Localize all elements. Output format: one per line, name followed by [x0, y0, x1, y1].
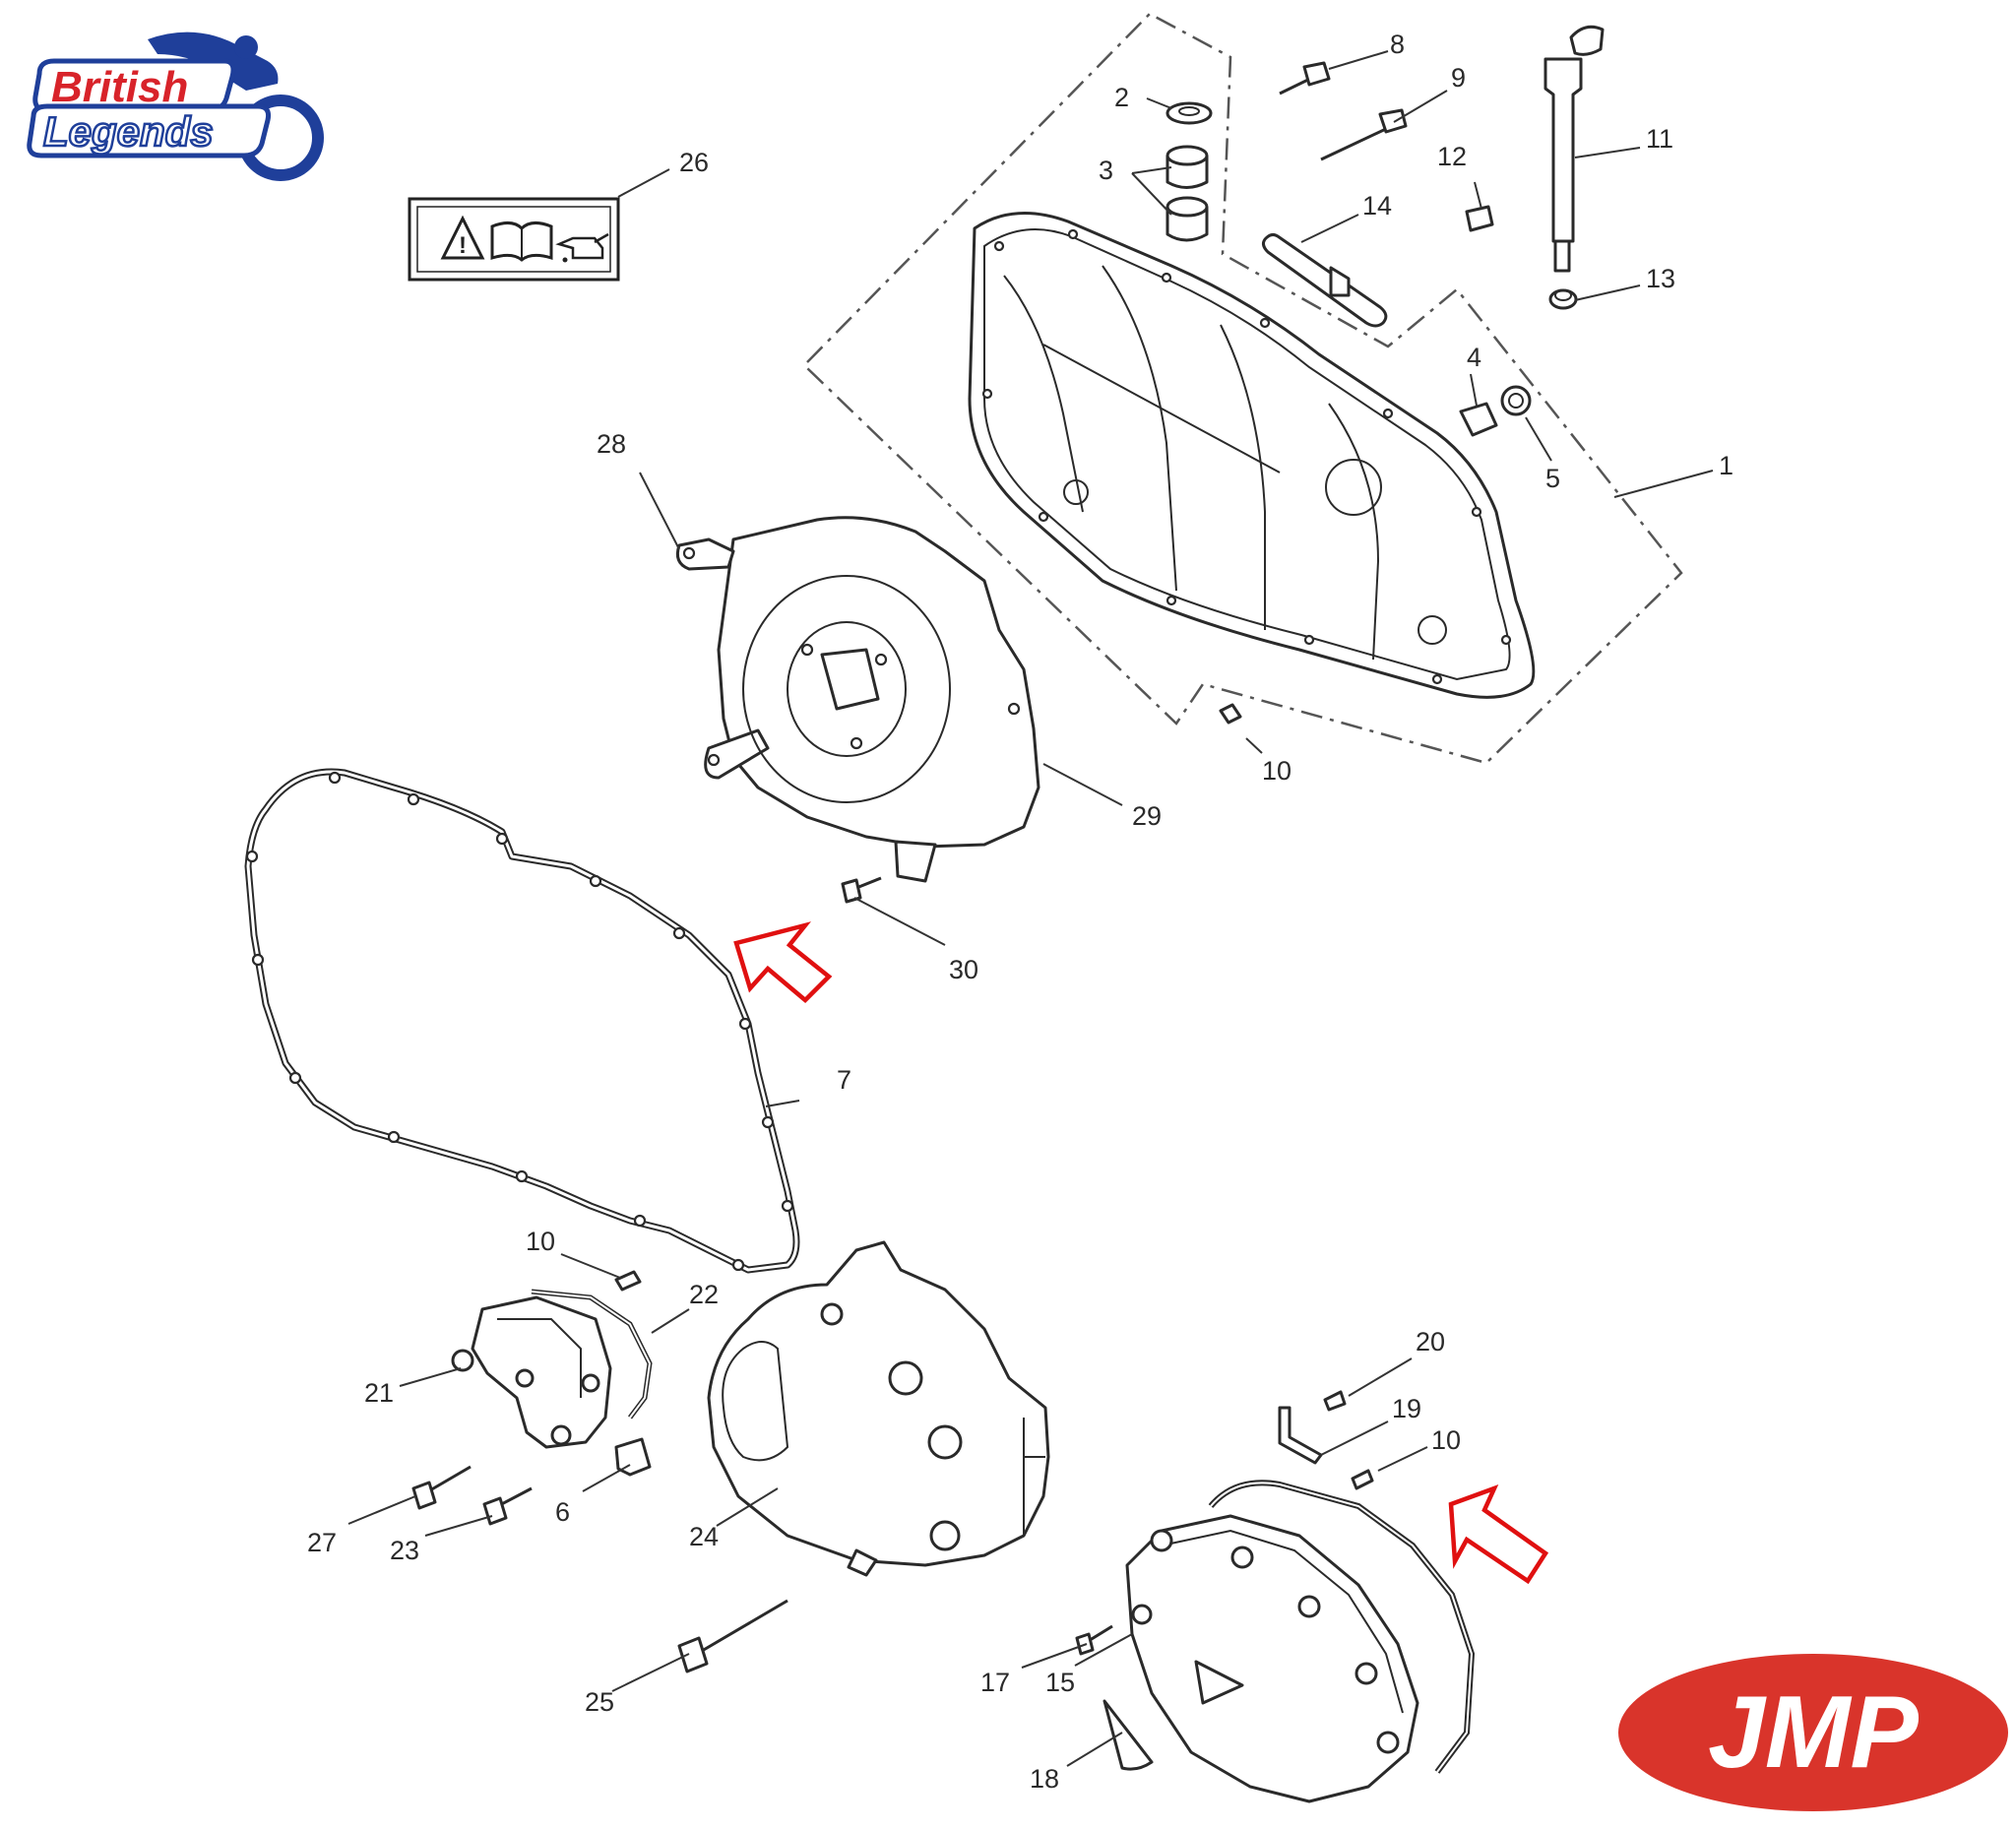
british-legends-logo: British Legends [27, 32, 324, 181]
callout-18: 18 [1030, 1764, 1059, 1794]
callout-17: 17 [980, 1668, 1010, 1697]
callout-21: 21 [364, 1378, 394, 1408]
callout-10-lower: 10 [1431, 1425, 1461, 1455]
callout-22: 22 [689, 1280, 719, 1309]
bolt-part-17 [1075, 1624, 1113, 1656]
oil-seal-part-2 [1166, 101, 1213, 125]
red-arrow-upper [733, 921, 833, 1004]
bracket-part-19 [1278, 1406, 1323, 1465]
pin-part-12 [1465, 205, 1494, 232]
jmp-logo: JMP [1618, 1654, 2008, 1811]
jmp-logo-oval [1618, 1654, 2008, 1811]
dipstick-part-11 [1544, 25, 1605, 273]
callout-2: 2 [1114, 83, 1129, 112]
callout-25: 25 [585, 1687, 614, 1717]
side-cover-part-15 [1125, 1480, 1476, 1803]
warning-triangle-icon: ! [440, 215, 485, 260]
callout-labels: 1 2 3 4 5 6 7 8 9 10 10 10 11 12 13 14 1… [307, 30, 1733, 1794]
callout-15: 15 [1045, 1668, 1075, 1697]
dowel-part-3-lower [1166, 196, 1209, 242]
callout-11: 11 [1646, 124, 1673, 154]
o-ring-part-13 [1548, 288, 1578, 310]
manual-book-icon [490, 221, 553, 262]
warning-label-part-26: ! [408, 197, 620, 282]
jmp-logo-text: JMP [1708, 1675, 1919, 1790]
callout-27: 27 [307, 1528, 337, 1557]
leader-lines [347, 50, 1714, 1767]
oil-can-icon [555, 232, 609, 263]
bush-part-4 [1459, 402, 1498, 437]
bolt-part-30 [841, 876, 882, 904]
grommet-part-6 [614, 1437, 652, 1477]
callout-23: 23 [390, 1536, 419, 1565]
callout-6: 6 [555, 1497, 570, 1527]
logo-rider-icon [234, 35, 258, 59]
callout-28: 28 [597, 429, 626, 459]
pickup-cover-part-21 [451, 1295, 612, 1449]
callout-9: 9 [1451, 63, 1466, 93]
callout-8: 8 [1390, 30, 1405, 59]
dowel-part-3-upper [1166, 145, 1209, 189]
callout-26: 26 [679, 148, 709, 177]
callout-14: 14 [1362, 191, 1392, 221]
bolt-part-8 [1279, 61, 1331, 95]
callout-10-mid: 10 [526, 1227, 555, 1256]
callout-10-upper: 10 [1262, 756, 1292, 786]
callout-12: 12 [1437, 142, 1467, 171]
clutch-cover-part-1 [968, 212, 1536, 699]
gasket-part-7 [244, 768, 800, 1274]
seal-part-5 [1500, 385, 1532, 416]
callout-3: 3 [1099, 156, 1113, 185]
strap-part-14 [1261, 232, 1388, 328]
svg-text:!: ! [459, 232, 467, 259]
bolt-part-23 [482, 1486, 533, 1526]
bolt-part-25 [677, 1599, 788, 1673]
red-arrow-lower [1448, 1484, 1549, 1585]
callout-7: 7 [837, 1065, 851, 1095]
stator-plate-part-29 [675, 516, 1040, 883]
callout-13: 13 [1646, 264, 1675, 293]
callout-29: 29 [1132, 801, 1162, 831]
logo-line1: British [51, 63, 188, 111]
dowel-part-10-lower [1351, 1469, 1374, 1490]
callout-4: 4 [1467, 343, 1481, 372]
badge-part-18 [1102, 1699, 1154, 1771]
callout-24: 24 [689, 1522, 719, 1551]
logo-line2: Legends [43, 108, 214, 155]
assembly-boundary-part-1 [803, 12, 1683, 765]
dowel-part-10-upper [1219, 703, 1242, 725]
callout-30: 30 [949, 955, 978, 984]
alternator-cover-part-24 [707, 1240, 1050, 1577]
bolt-part-20 [1323, 1390, 1347, 1412]
dowel-part-10-mid [614, 1270, 642, 1292]
bolt-part-27 [411, 1465, 472, 1510]
callout-20: 20 [1416, 1327, 1445, 1357]
callout-5: 5 [1545, 464, 1560, 493]
callout-19: 19 [1392, 1394, 1421, 1423]
bolt-part-9 [1320, 108, 1408, 161]
callout-1: 1 [1719, 451, 1733, 480]
gasket-part-22 [531, 1289, 653, 1420]
logo-legends-badge [27, 103, 271, 158]
